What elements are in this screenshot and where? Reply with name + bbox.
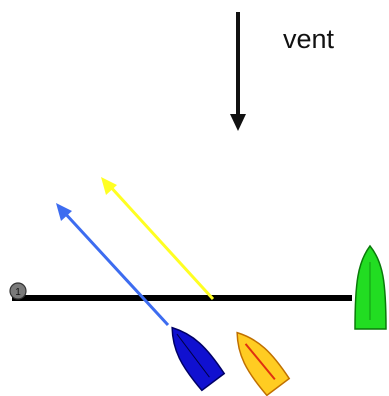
buoy-icon: 1 <box>9 282 27 300</box>
yellow-sailboat-icon <box>236 331 291 396</box>
committee-boat-icon <box>354 244 387 330</box>
wind-arrow-icon <box>230 12 246 131</box>
blue-sailboat-icon <box>171 326 226 392</box>
wind-label: vent <box>283 24 335 54</box>
yellow-boat-track <box>101 177 215 301</box>
svg-text:1: 1 <box>15 287 21 298</box>
blue-boat-track <box>56 203 170 327</box>
